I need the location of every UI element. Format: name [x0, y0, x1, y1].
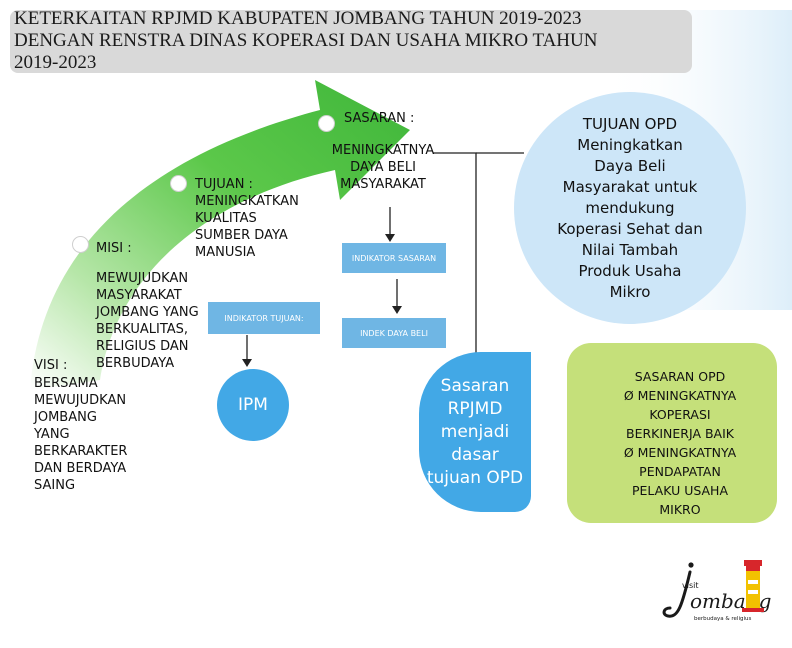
misi-line: JOMBANG YANG [96, 305, 199, 320]
arrowhead-1 [385, 234, 395, 242]
indikator-tujuan-box: INDIKATOR TUJUAN: [208, 302, 320, 334]
svg-text:visit: visit [682, 581, 698, 590]
tujuan-line: TUJUAN : [195, 177, 253, 192]
sasaran-rpjmd-text: Sasaran RPJMD menjadi dasar tujuan OPD [420, 375, 530, 490]
tujuan-opd-line: TUJUAN OPD [582, 114, 678, 133]
sasaran-label: SASARAN : [344, 111, 415, 126]
visi-label: VISI : [34, 358, 68, 373]
title-line: 2019-2023 [14, 52, 97, 73]
title-line: KETERKAITAN RPJMD KABUPATEN JOMBANG TAHU… [14, 8, 582, 29]
sasaran-rpjmd-line: RPJMD [447, 398, 503, 419]
indikator-sasaran-box: INDIKATOR SASARAN [342, 243, 446, 273]
sasaran-rpjmd-line: dasar [451, 444, 499, 465]
tujuan-opd-line: Koperasi Sehat dan [557, 219, 703, 238]
misi-line: MASYARAKAT [96, 288, 182, 303]
sasaran-opd-heading: SASARAN OPD [634, 369, 726, 384]
sasaran-opd-item: Ø MENINGKATNYA [585, 386, 775, 405]
sasaran-line: MENINGKATNYA [331, 143, 435, 158]
bullet-arrow-icon: Ø [623, 388, 634, 403]
visi-line: MEWUJUDKAN [34, 393, 127, 408]
sasaran-opd-box [567, 343, 777, 523]
visi-line: YANG [34, 427, 70, 442]
sasaran-rpjmd-line: Sasaran [440, 375, 510, 396]
misi-line: RELIGIUS DAN [96, 339, 189, 354]
sasaran-opd-line: PENDAPATAN [639, 464, 721, 479]
sasaran-text: MENINGKATNYA DAYA BELI MASYARAKAT [322, 142, 444, 193]
title-box [10, 10, 692, 73]
tujuan-line: SUMBER DAYA [195, 228, 288, 243]
tujuan-opd-circle: TUJUAN OPD Meningkatkan Daya Beli Masyar… [514, 92, 746, 324]
tujuan-line: KUALITAS [195, 211, 257, 226]
visi-line: JOMBANG [34, 410, 97, 425]
tujuan-opd-line: Masyarakat untuk [562, 177, 698, 196]
arrowhead-3 [242, 359, 252, 367]
misi-text: MEWUJUDKAN MASYARAKAT JOMBANG YANG BERKU… [96, 270, 226, 372]
misi-line: BERBUDAYA [96, 356, 175, 371]
arrowhead-2 [392, 306, 402, 314]
visi-line: SAING [34, 478, 76, 493]
tujuan-line: MENINGKATKAN [195, 194, 299, 209]
misi-marker-dot [72, 236, 89, 253]
bullet-arrow-icon: Ø [623, 445, 634, 460]
tujuan-marker-dot [170, 175, 187, 192]
tujuan-opd-line: Produk Usaha [578, 261, 682, 280]
misi-line: MEWUJUDKAN [96, 271, 189, 286]
sasaran-line: MASYARAKAT [340, 177, 426, 192]
sasaran-opd-line: KOPERASI [649, 407, 711, 422]
title-line: DENGAN RENSTRA DINAS KOPERASI DAN USAHA … [14, 30, 598, 51]
ipm-circle: IPM [217, 369, 289, 441]
sasaran-line: DAYA BELI [350, 160, 416, 175]
tujuan-opd-line: mendukung [585, 198, 675, 217]
visit-jombang-logo: visit ombang berbudaya & religius [662, 560, 771, 622]
sasaran-opd-text: SASARAN OPD Ø MENINGKATNYA KOPERASI BERK… [585, 367, 775, 519]
page-title: KETERKAITAN RPJMD KABUPATEN JOMBANG TAHU… [14, 8, 694, 74]
tujuan-line: MANUSIA [195, 245, 256, 260]
tujuan-opd-line: Mikro [609, 282, 651, 301]
sasaran-opd-line: BERKINERJA BAIK [626, 426, 734, 441]
tujuan-opd-line: Daya Beli [594, 156, 666, 175]
sasaran-opd-line: MIKRO [659, 502, 701, 517]
visi-line: BERSAMA [34, 376, 98, 391]
sasaran-rpjmd-shape: Sasaran RPJMD menjadi dasar tujuan OPD [419, 352, 531, 512]
visi-text: BERSAMA MEWUJUDKAN JOMBANG YANG BERKARAK… [34, 375, 164, 494]
misi-label: MISI : [96, 241, 132, 256]
sasaran-rpjmd-line: menjadi [440, 421, 510, 442]
sasaran-opd-line: MENINGKATNYA [637, 388, 737, 403]
sasaran-rpjmd-line: tujuan OPD [426, 467, 524, 488]
visi-line: BERKARAKTER [34, 444, 128, 459]
progress-arrow-shape [30, 80, 410, 390]
visi-line: DAN BERDAYA [34, 461, 127, 476]
tujuan-opd-text: TUJUAN OPD Meningkatkan Daya Beli Masyar… [540, 114, 720, 303]
sasaran-opd-line: PELAKU USAHA [631, 483, 729, 498]
tujuan-text: TUJUAN : MENINGKATKAN KUALITAS SUMBER DA… [195, 176, 325, 261]
indek-daya-beli-box: INDEK DAYA BELI [342, 318, 446, 348]
sasaran-opd-line: MENINGKATNYA [637, 445, 737, 460]
misi-line: BERKUALITAS, [96, 322, 189, 337]
svg-text:berbudaya & religius: berbudaya & religius [694, 616, 751, 622]
sasaran-marker-dot [318, 115, 335, 132]
sasaran-opd-item: Ø MENINGKATNYA [585, 443, 775, 462]
tujuan-opd-line: Nilai Tambah [581, 240, 679, 259]
tujuan-opd-line: Meningkatkan [577, 135, 683, 154]
